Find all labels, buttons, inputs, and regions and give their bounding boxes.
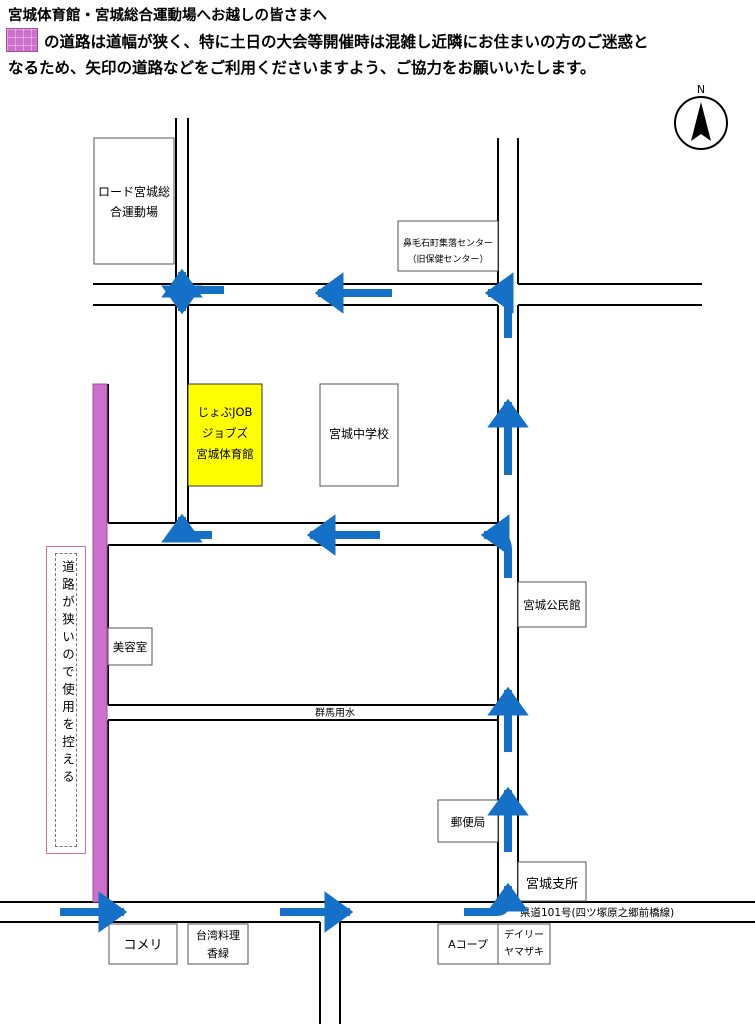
route-arrow [161, 513, 212, 543]
canal-label: 群馬用水 [315, 706, 355, 719]
narrow-road-legend-swatch [6, 28, 38, 52]
taiwan-restaurant-building [187, 923, 249, 965]
gym-label-3: 宮城体育館 [196, 447, 254, 461]
taiwan-restaurant-label-1: 台湾料理 [196, 928, 240, 942]
route-arrow [480, 514, 512, 578]
sports-park-label-2: 合運動場 [110, 204, 158, 219]
gym-label-1: じょぶJOB [198, 405, 253, 419]
narrow-road-note: 道路が狭いので使用を控える [46, 546, 86, 854]
community-center-building [397, 220, 499, 272]
salon-building [107, 627, 153, 666]
community-center-label-2: （旧保健センター） [407, 253, 488, 265]
notice-line-1: の道路は道幅が狭く、特に土日の大会等開催時は混雑し近隣にお住まいの方のご迷惑と [44, 33, 649, 51]
junior-high-building [319, 383, 399, 487]
junior-high-label: 宮城中学校 [329, 426, 389, 441]
gym-building [187, 383, 263, 487]
community-center-label-1: 鼻毛石町集落センター [403, 237, 493, 249]
compass-label: N [697, 83, 705, 96]
sports-park-building [93, 137, 175, 265]
route-arrows [60, 268, 529, 933]
a-coop-building [437, 923, 499, 965]
notice-line-2: なるため、矢印の道路などをご利用くださいますよう、ご協力をお願いいたします。 [8, 59, 596, 77]
salon-label: 美容室 [113, 640, 148, 654]
branch-office-building [517, 861, 587, 902]
north-arrow-icon: N [674, 83, 728, 150]
notice-heading: 宮城体育館・宮城総合運動場へお越しの皆さまへ [8, 8, 327, 24]
daily-label-1: デイリー [504, 928, 544, 941]
sports-park-label-1: ロード宮城総 [98, 184, 170, 199]
a-coop-label: Aコープ [448, 938, 488, 951]
prefectural-road-label: 県道101号(四ツ塚原之郷前橋線) [520, 906, 674, 919]
daily-label-2: ヤマザキ [504, 946, 544, 958]
narrow-road [92, 383, 108, 903]
taiwan-restaurant-label-2: 香緑 [207, 946, 229, 960]
komeri-label: コメリ [123, 938, 162, 953]
route-arrow [484, 272, 514, 338]
kominkan-label: 宮城公民館 [523, 598, 581, 612]
gym-label-2: ジョブズ [202, 426, 248, 440]
branch-office-label: 宮城支所 [526, 876, 578, 892]
narrow-road-note-text: 道路が狭いので使用を控える [60, 560, 75, 788]
daily-building [497, 923, 551, 965]
route-arrow [464, 882, 529, 916]
kominkan-building [517, 581, 587, 628]
post-office-label: 郵便局 [451, 815, 486, 829]
